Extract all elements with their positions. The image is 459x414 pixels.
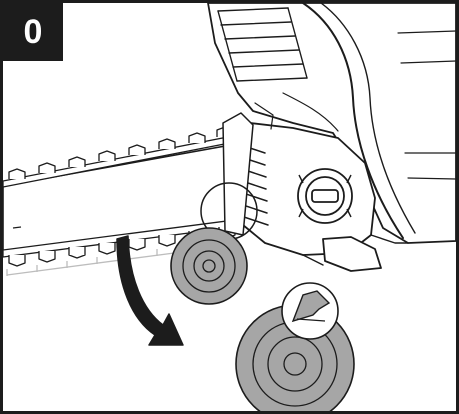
- step-number: 0: [23, 13, 43, 51]
- step-number-badge: 0: [3, 3, 63, 61]
- rotation-arrow-icon: [116, 235, 184, 346]
- chainsaw-illustration: [3, 3, 456, 411]
- tension-knob-icon: [297, 168, 353, 224]
- sprocket-detail-icon: [170, 227, 355, 411]
- chainsaw-body-icon: [207, 3, 456, 272]
